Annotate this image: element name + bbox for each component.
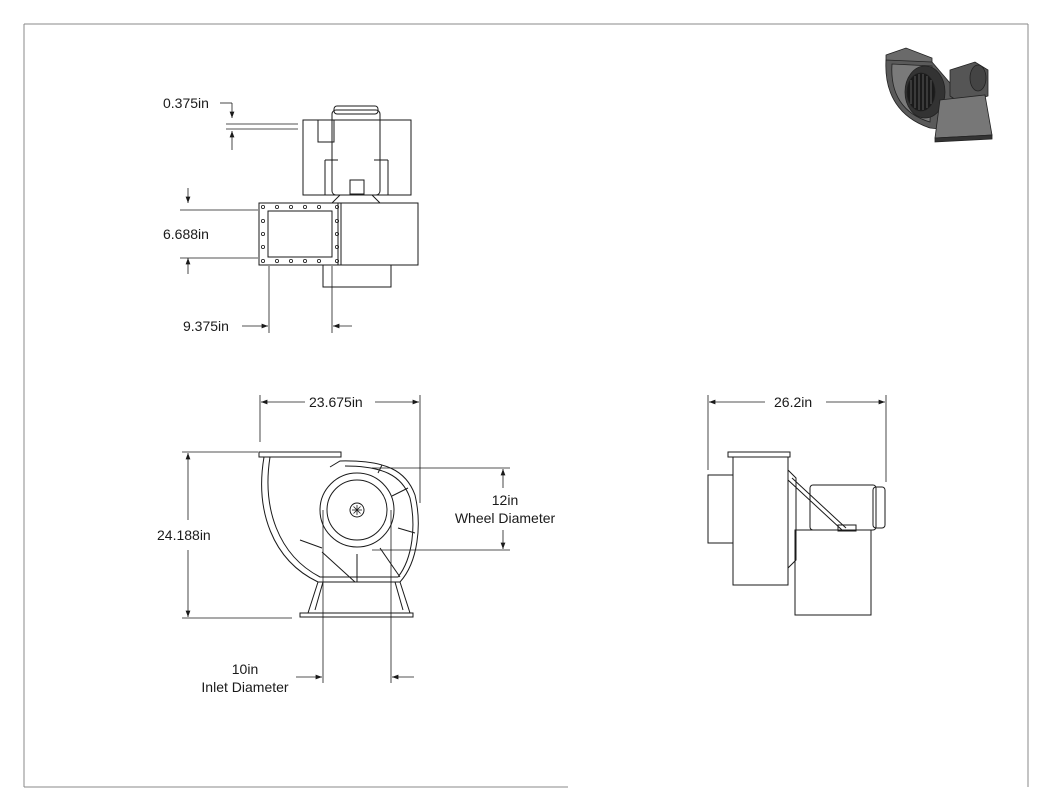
- side-flange: [727, 451, 791, 458]
- front-outlet-flange: [258, 451, 342, 458]
- dim-overall-height-label: 24.188in: [157, 527, 211, 543]
- dim-outlet-height-label: 6.688in: [163, 226, 209, 242]
- inlet-duct: [322, 264, 392, 288]
- sheet-border: [23, 23, 1029, 788]
- dim-inlet-label: 10in: [231, 661, 259, 677]
- side-motor-endcap: [872, 486, 886, 529]
- side-pedestal: [794, 529, 872, 616]
- dim-outlet-width-label: 9.375in: [183, 318, 229, 334]
- hub-icon: [349, 502, 365, 518]
- outlet-flange-bolts: [260, 204, 339, 263]
- blower-isometric-icon: [885, 47, 993, 143]
- dim-inlet-caption: Inlet Diameter: [201, 679, 289, 695]
- scroll-housing: [261, 456, 419, 583]
- motor-body: [331, 109, 381, 196]
- housing-body: [337, 202, 419, 266]
- side-inlet-duct: [707, 474, 734, 544]
- top-view: [258, 105, 419, 288]
- dim-wheel-caption: Wheel Diameter: [454, 510, 556, 526]
- dim-overall-width-label: 23.675in: [309, 394, 363, 410]
- outlet-flange: [258, 202, 342, 266]
- top-view-dimensions: [180, 102, 352, 333]
- motor-endcap: [333, 105, 379, 115]
- impeller-wheel: [319, 472, 395, 548]
- outlet-opening: [267, 210, 333, 258]
- front-view: [258, 451, 419, 618]
- shaft-coupling: [349, 179, 365, 195]
- dim-flange-thickness-label: 0.375in: [163, 95, 209, 111]
- side-view: [707, 451, 886, 616]
- motor-mount-plate: [302, 119, 412, 196]
- side-motor: [809, 484, 877, 531]
- dim-overall-depth-label: 26.2in: [774, 394, 813, 410]
- front-view-dimensions: [182, 395, 510, 683]
- hub-spokes: [352, 505, 362, 515]
- dim-wheel-label: 12in: [491, 492, 519, 508]
- side-view-dimensions: [707, 395, 887, 482]
- side-housing: [732, 456, 789, 586]
